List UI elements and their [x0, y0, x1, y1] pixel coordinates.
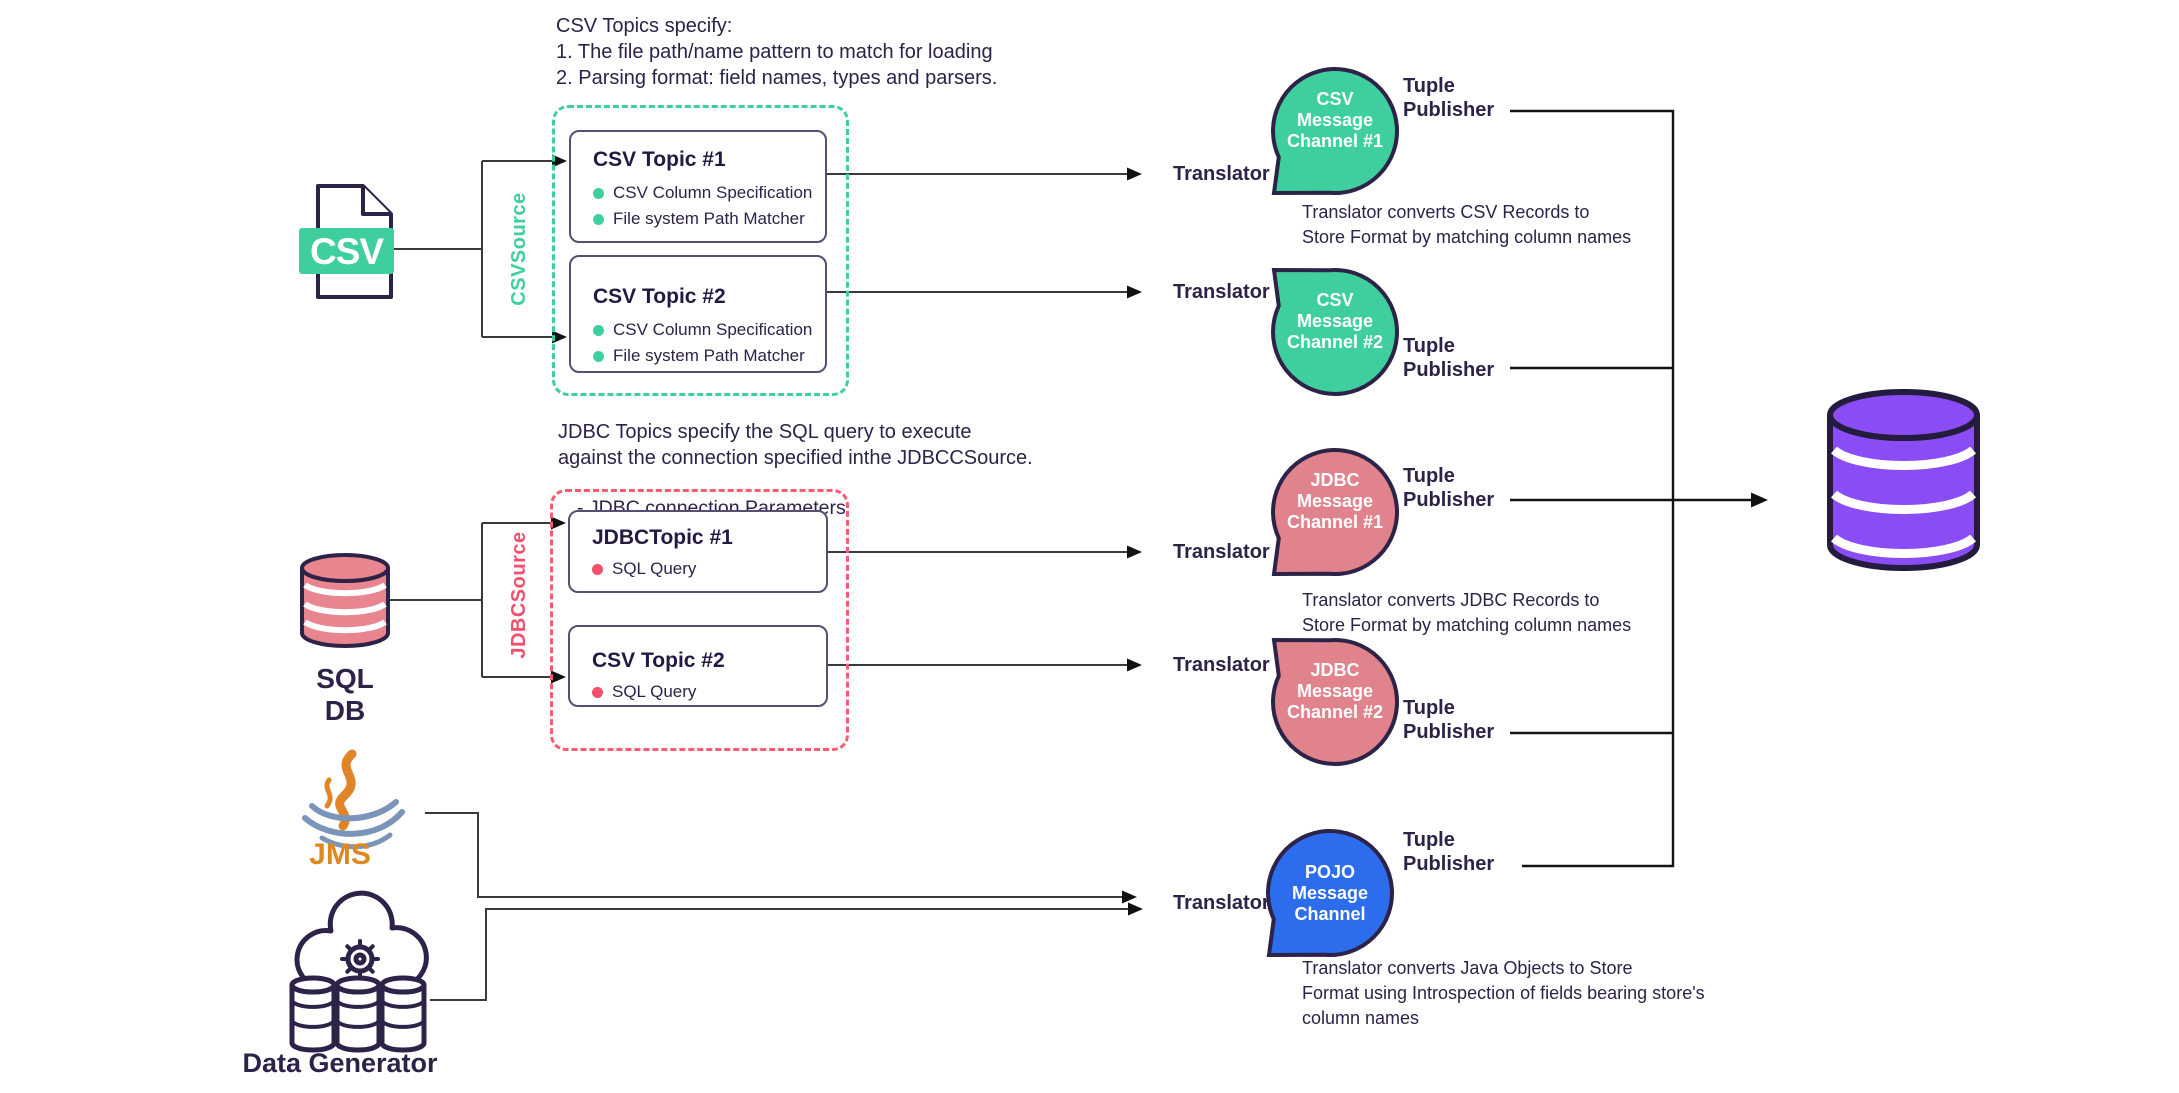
topic-bullet: SQL Query	[612, 682, 697, 701]
jms-icon	[302, 749, 405, 850]
pojo-message-channel-label: POJO Message Channel	[1291, 862, 1369, 924]
csv-message-channel-2-bubble	[1271, 267, 1399, 396]
jms-dg-lines	[425, 812, 1143, 1001]
data-generator-label: Data Generator	[242, 1048, 438, 1078]
translator-label: Translator	[1173, 163, 1270, 185]
pink-bullet-icon	[592, 686, 603, 698]
jdbc-message-channel-2-bubble	[1271, 637, 1399, 766]
jdbc-topic-1-box: JDBCTopic #1 SQL Query	[568, 510, 828, 593]
data-generator-icon	[289, 890, 429, 1053]
csv-file-icon	[299, 184, 394, 299]
csv-message-channel-2-label: CSV Message Channel #2	[1286, 290, 1384, 352]
translator-label: Translator	[1173, 654, 1270, 676]
csv-message-channel-1-label: CSV Message Channel #1	[1286, 89, 1384, 151]
translator-label: Translator	[1173, 541, 1270, 563]
csv-file-label: CSV	[309, 230, 384, 272]
caption-line: Translator converts JDBC Records to	[1302, 590, 1600, 610]
jdbc-source-label: JDBCSource	[507, 531, 530, 659]
caption-line: Translator converts CSV Records to	[1302, 202, 1590, 222]
tuple-publisher-label: Tuple Publisher	[1403, 335, 1495, 381]
caption-line: column names	[1302, 1008, 1420, 1028]
topic-title: CSV Topic #2	[593, 285, 726, 308]
csv-note-line: 2. Parsing format: field names, types an…	[556, 67, 998, 89]
green-bullet-icon	[593, 350, 604, 362]
pojo-translator-caption: Translator converts Java Objects to Stor…	[1302, 956, 1705, 1031]
store-database-icon	[1827, 389, 1980, 571]
csv-topic-2-box: CSV Topic #2 CSV Column Specification Fi…	[569, 255, 827, 373]
pink-bullet-icon	[592, 563, 603, 575]
jdbc-fanout-lines	[390, 516, 566, 684]
jdbc-topic-2-box: CSV Topic #2 SQL Query	[568, 625, 828, 707]
csv-note-line: 1. The file path/name pattern to match f…	[556, 41, 993, 63]
topic-bullet: CSV Column Specification	[613, 320, 813, 339]
sql-db-label: SQL DB	[316, 663, 374, 726]
topic-bullet: CSV Column Specification	[613, 183, 813, 202]
csv-topics-note: CSV Topics specify: 1. The file path/nam…	[556, 13, 997, 91]
caption-line: Store Format by matching column names	[1302, 227, 1632, 247]
csv-topic-1-box: CSV Topic #1 CSV Column Specification Fi…	[569, 130, 827, 243]
topic-title: CSV Topic #1	[593, 148, 726, 171]
jdbc-note-line: against the connection specified inthe J…	[558, 447, 1033, 469]
topic-to-translator-lines	[827, 167, 1142, 672]
jdbc-topics-note: JDBC Topics specify the SQL query to exe…	[558, 419, 1033, 471]
sql-db-icon	[300, 553, 390, 648]
green-bullet-icon	[593, 324, 604, 336]
csv-source-label: CSVSource	[507, 192, 530, 306]
tuple-publisher-bus	[1510, 109, 1768, 868]
caption-line: Translator converts Java Objects to Stor…	[1302, 958, 1633, 978]
caption-line: Store Format by matching column names	[1302, 615, 1632, 635]
csv-translator-caption: Translator converts CSV Records to Store…	[1302, 200, 1631, 250]
pojo-message-channel-bubble	[1266, 829, 1394, 958]
jms-label: JMS	[309, 838, 371, 871]
csv-message-channel-1-bubble	[1271, 67, 1399, 196]
topic-title: CSV Topic #2	[592, 649, 725, 672]
jdbc-message-channel-1-label: JDBC Message Channel #1	[1286, 470, 1384, 532]
topic-title: JDBCTopic #1	[592, 526, 733, 549]
tuple-publisher-label: Tuple Publisher	[1403, 465, 1495, 511]
topic-bullet: File system Path Matcher	[613, 346, 805, 365]
translator-label: Translator	[1173, 892, 1270, 914]
csv-source-group-box	[552, 105, 849, 396]
jdbc-translator-caption: Translator converts JDBC Records to Stor…	[1302, 588, 1631, 638]
jdbc-message-channel-2-label: JDBC Message Channel #2	[1286, 660, 1384, 722]
topic-bullet: SQL Query	[612, 559, 697, 578]
jdbc-source-group-box	[550, 489, 849, 751]
csv-note-line: CSV Topics specify:	[556, 15, 733, 37]
topic-bullet: File system Path Matcher	[613, 209, 805, 228]
jdbc-note-line: JDBC Topics specify the SQL query to exe…	[558, 421, 972, 443]
tuple-publisher-label: Tuple Publisher	[1403, 75, 1495, 121]
caption-line: Format using Introspection of fields bea…	[1302, 983, 1705, 1003]
green-bullet-icon	[593, 187, 604, 199]
csv-fanout-lines	[394, 154, 567, 344]
translator-label: Translator	[1173, 281, 1270, 303]
green-bullet-icon	[593, 213, 604, 225]
jdbc-message-channel-1-bubble	[1271, 448, 1399, 577]
tuple-publisher-label: Tuple Publisher	[1403, 697, 1495, 743]
tuple-publisher-label: Tuple Publisher	[1403, 829, 1495, 875]
